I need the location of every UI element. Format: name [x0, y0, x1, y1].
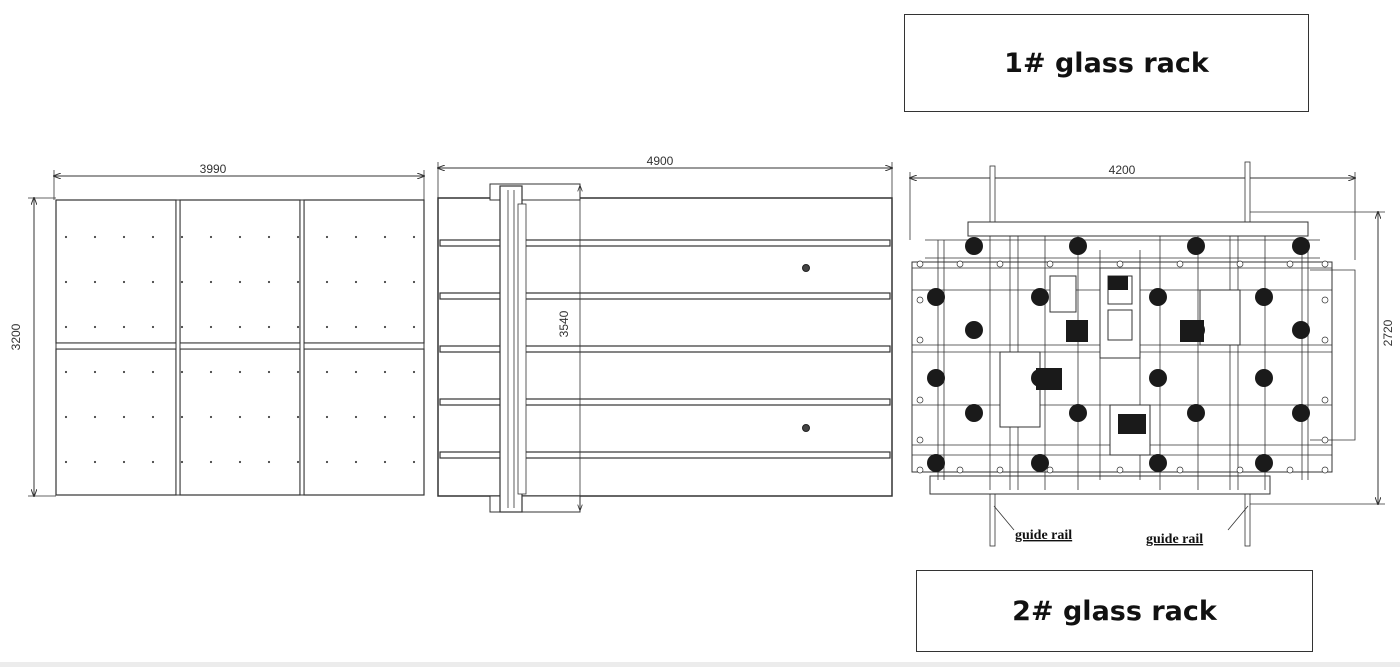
table2-height-label: 3540: [557, 310, 571, 337]
cutting-table-1: 3990 3200: [9, 162, 424, 496]
cutting-table-2: 4900 3540: [438, 154, 892, 513]
rack-height-label: 2720: [1381, 319, 1395, 346]
guide-rail-label-left: guide rail: [1015, 528, 1072, 543]
guide-rail-label-right: guide rail: [1146, 532, 1203, 547]
table1-width-label: 3990: [200, 162, 227, 176]
suction-cups: [927, 237, 1310, 472]
table2-width-label: 4900: [647, 154, 674, 168]
rack2-title: 2# glass rack: [1012, 595, 1217, 627]
table1-panels: [55, 199, 425, 496]
rack2-title-box: 2# glass rack: [916, 570, 1313, 652]
table1-height-label: 3200: [9, 323, 23, 350]
glass-rack: 4200 2720: [910, 161, 1395, 547]
rack1-title-box: 1# glass rack: [904, 14, 1309, 112]
rack-width-label: 4200: [1109, 163, 1136, 177]
bottom-divider: [0, 662, 1400, 667]
rack1-title: 1# glass rack: [1004, 47, 1209, 79]
